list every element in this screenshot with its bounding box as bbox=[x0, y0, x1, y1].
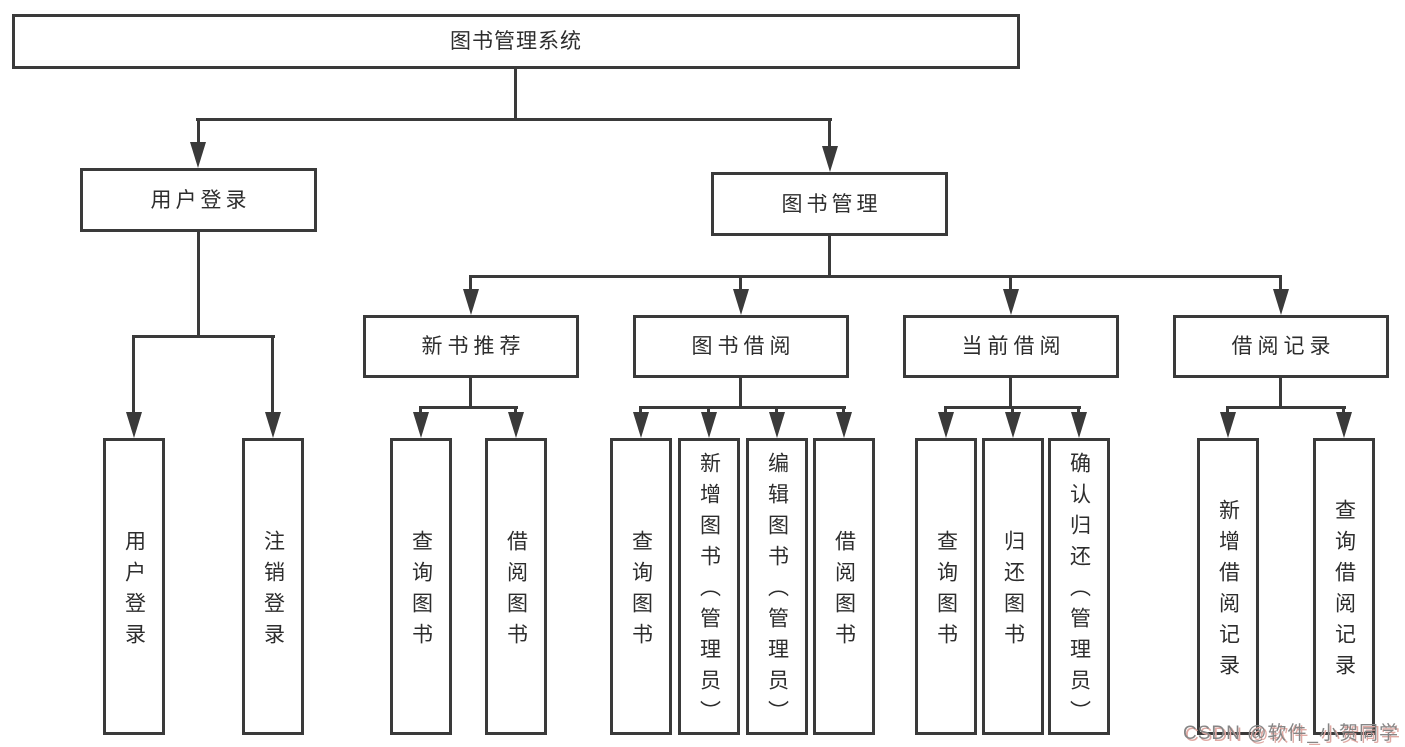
node-leaf-borrow-books-recommend: 借阅图书 bbox=[485, 438, 547, 735]
connector-leaf-stub bbox=[1342, 406, 1345, 416]
node-leaf-edit-book-admin: 编辑图书（管理员） bbox=[746, 438, 808, 735]
arrow-down-icon bbox=[1071, 412, 1087, 438]
connector-login-bar bbox=[132, 335, 275, 338]
node-leaf-logout: 注销登录 bbox=[242, 438, 304, 735]
node-leaf-query-books-current: 查询图书 bbox=[915, 438, 977, 735]
node-group-book-borrow: 图书借阅 bbox=[633, 315, 849, 378]
arrow-down-icon bbox=[1220, 412, 1236, 438]
node-leaf-query-borrow-record: 查询借阅记录 bbox=[1313, 438, 1375, 735]
connector-mgmt-stem bbox=[828, 236, 831, 275]
connector-leaf-stub bbox=[1011, 406, 1014, 416]
arrow-down-icon bbox=[822, 146, 838, 172]
connector-leaf-stub bbox=[514, 406, 517, 416]
connector-to-book-mgmt bbox=[828, 118, 831, 148]
node-branch-user-login: 用户登录 bbox=[80, 168, 317, 232]
arrow-down-icon bbox=[938, 412, 954, 438]
node-leaf-add-book-admin: 新增图书（管理员） bbox=[678, 438, 740, 735]
node-leaf-query-books-borrow: 查询图书 bbox=[610, 438, 672, 735]
connector-leaf-stub bbox=[775, 406, 778, 416]
connector-leaf-stub bbox=[944, 406, 947, 416]
node-leaf-query-books-recommend: 查询图书 bbox=[390, 438, 452, 735]
connector-records-bar bbox=[1226, 406, 1346, 409]
connector-root-stem bbox=[514, 69, 517, 118]
connector-recommend-stem bbox=[469, 378, 472, 408]
node-leaf-user-login: 用户登录 bbox=[103, 438, 165, 735]
connector-to-current bbox=[1009, 275, 1012, 291]
connector-leaf-stub bbox=[639, 406, 642, 416]
connector-records-stem bbox=[1279, 378, 1282, 408]
connector-leaf-stub bbox=[707, 406, 710, 416]
watermark-text: CSDN @软件_小贺同学 bbox=[1183, 723, 1399, 744]
connector-leaf-stub bbox=[419, 406, 422, 416]
connector-to-borrow bbox=[739, 275, 742, 291]
node-leaf-add-borrow-record: 新增借阅记录 bbox=[1197, 438, 1259, 735]
arrow-down-icon bbox=[836, 412, 852, 438]
connector-root-bar bbox=[196, 118, 832, 121]
connector-to-leaf-login bbox=[132, 335, 135, 414]
node-group-new-book-recommend: 新书推荐 bbox=[363, 315, 579, 378]
connector-borrow-stem bbox=[739, 378, 742, 408]
connector-mgmt-bar bbox=[469, 275, 1282, 278]
arrow-down-icon bbox=[701, 412, 717, 438]
connector-to-leaf-logout bbox=[271, 335, 274, 414]
arrow-down-icon bbox=[733, 289, 749, 315]
arrow-down-icon bbox=[413, 412, 429, 438]
connector-login-stem bbox=[197, 232, 200, 335]
connector-borrow-bar bbox=[639, 406, 846, 409]
arrow-down-icon bbox=[769, 412, 785, 438]
connector-recommend-bar bbox=[419, 406, 518, 409]
arrow-down-icon bbox=[1273, 289, 1289, 315]
connector-leaf-stub bbox=[1077, 406, 1080, 416]
arrow-down-icon bbox=[126, 412, 142, 438]
connector-to-recommend bbox=[469, 275, 472, 291]
connector-current-stem bbox=[1009, 378, 1012, 408]
connector-to-user-login bbox=[197, 118, 200, 144]
arrow-down-icon bbox=[1003, 289, 1019, 315]
connector-leaf-stub bbox=[1226, 406, 1229, 416]
node-group-current-borrow: 当前借阅 bbox=[903, 315, 1119, 378]
arrow-down-icon bbox=[508, 412, 524, 438]
connector-leaf-stub bbox=[842, 406, 845, 416]
arrow-down-icon bbox=[190, 142, 206, 168]
arrow-down-icon bbox=[1336, 412, 1352, 438]
node-root-system: 图书管理系统 bbox=[12, 14, 1020, 69]
connector-to-records bbox=[1279, 275, 1282, 291]
node-leaf-return-books: 归还图书 bbox=[982, 438, 1044, 735]
arrow-down-icon bbox=[265, 412, 281, 438]
node-leaf-borrow-books: 借阅图书 bbox=[813, 438, 875, 735]
arrow-down-icon bbox=[633, 412, 649, 438]
node-branch-book-management: 图书管理 bbox=[711, 172, 948, 236]
node-leaf-confirm-return-admin: 确认归还（管理员） bbox=[1048, 438, 1110, 735]
arrow-down-icon bbox=[463, 289, 479, 315]
node-group-borrow-records: 借阅记录 bbox=[1173, 315, 1389, 378]
arrow-down-icon bbox=[1005, 412, 1021, 438]
